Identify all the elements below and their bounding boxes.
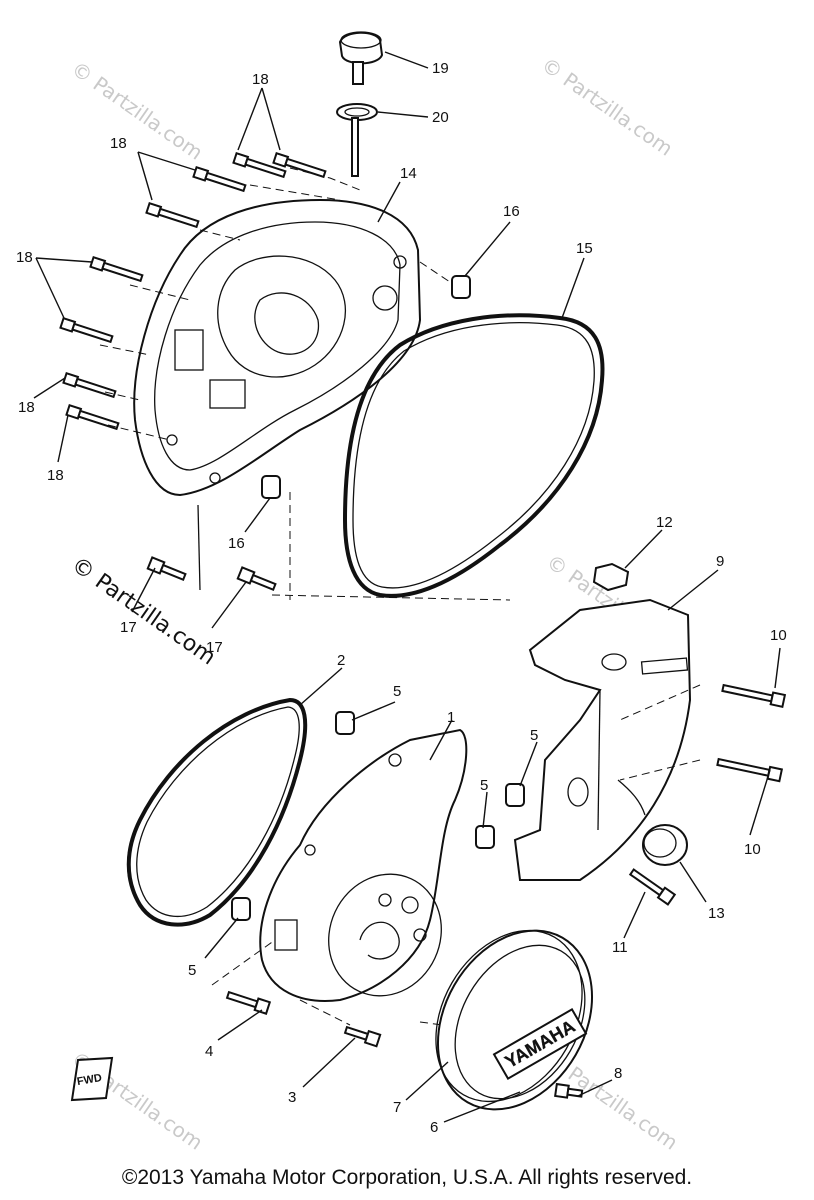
callout-10-bottom: 10 — [744, 841, 761, 858]
yamaha-emblem-cover: YAMAHA — [435, 929, 594, 1111]
forward-label: FWD — [76, 1072, 103, 1088]
dowel-pin-5d — [231, 897, 251, 921]
callout-3: 3 — [288, 1089, 296, 1106]
leader-lines — [33, 51, 781, 1123]
dowel-pin-5a — [335, 711, 355, 735]
screws-17 — [146, 556, 277, 591]
callout-2: 2 — [337, 652, 345, 669]
callout-15: 15 — [576, 240, 593, 257]
o-ring-and-dipstick — [336, 103, 378, 177]
crankcase-cover-gasket — [342, 313, 605, 598]
screw-8 — [554, 1082, 584, 1099]
alignment-lines-upper — [99, 167, 511, 601]
callout-20: 20 — [432, 109, 449, 126]
dowel-pin-5b — [505, 783, 525, 807]
callout-19: 19 — [432, 60, 449, 77]
callout-numbers: 19 20 18 18 18 18 18 14 16 15 16 17 17 1… — [16, 60, 787, 1136]
callout-1: 1 — [447, 709, 455, 726]
watermark-top-right: © Partzilla.com — [537, 52, 677, 160]
generator-cover-gasket — [126, 697, 308, 927]
cap-plug — [642, 824, 688, 866]
callout-18-bottom-left: 18 — [47, 467, 64, 484]
bolts-10-11 — [619, 683, 787, 906]
callout-18-top: 18 — [252, 71, 269, 88]
callout-5-right-lower: 5 — [480, 777, 488, 794]
bracket-plate — [513, 598, 692, 881]
watermark-dark: © Partzilla.com — [67, 552, 220, 670]
callout-5-top: 5 — [393, 683, 401, 700]
grommet — [592, 562, 630, 592]
copyright-notice: ©2013 Yamaha Motor Corporation, U.S.A. A… — [121, 1166, 693, 1189]
dowel-pin-5c — [475, 825, 495, 849]
callout-17-right: 17 — [206, 639, 223, 656]
callout-6: 6 — [430, 1119, 438, 1136]
callout-10-top: 10 — [770, 627, 787, 644]
screws-18 — [59, 151, 327, 431]
callout-9: 9 — [716, 553, 724, 570]
crankcase-cover — [133, 198, 422, 497]
callout-5-left: 5 — [188, 962, 196, 979]
callout-18-upper-left: 18 — [110, 135, 127, 152]
callout-16-upper: 16 — [503, 203, 520, 220]
callout-16-lower: 16 — [228, 535, 245, 552]
callout-4: 4 — [205, 1043, 213, 1060]
callout-7: 7 — [393, 1099, 401, 1116]
watermark-top-left: © Partzilla.com — [67, 56, 207, 164]
callout-5-right-upper: 5 — [530, 727, 538, 744]
callout-18-lower-left: 18 — [18, 399, 35, 416]
callout-18-left: 18 — [16, 249, 33, 266]
oil-filler-cap — [338, 31, 384, 85]
dowel-pin-lower — [261, 475, 281, 499]
callout-13: 13 — [708, 905, 725, 922]
callout-8: 8 — [614, 1065, 622, 1082]
generator-cover — [259, 728, 468, 1002]
dowel-pin-upper — [451, 275, 471, 299]
callout-12: 12 — [656, 514, 673, 531]
callout-17-left: 17 — [120, 619, 137, 636]
callout-11: 11 — [612, 939, 628, 956]
forward-arrow: FWD — [70, 1056, 114, 1102]
callout-14: 14 — [400, 165, 417, 182]
